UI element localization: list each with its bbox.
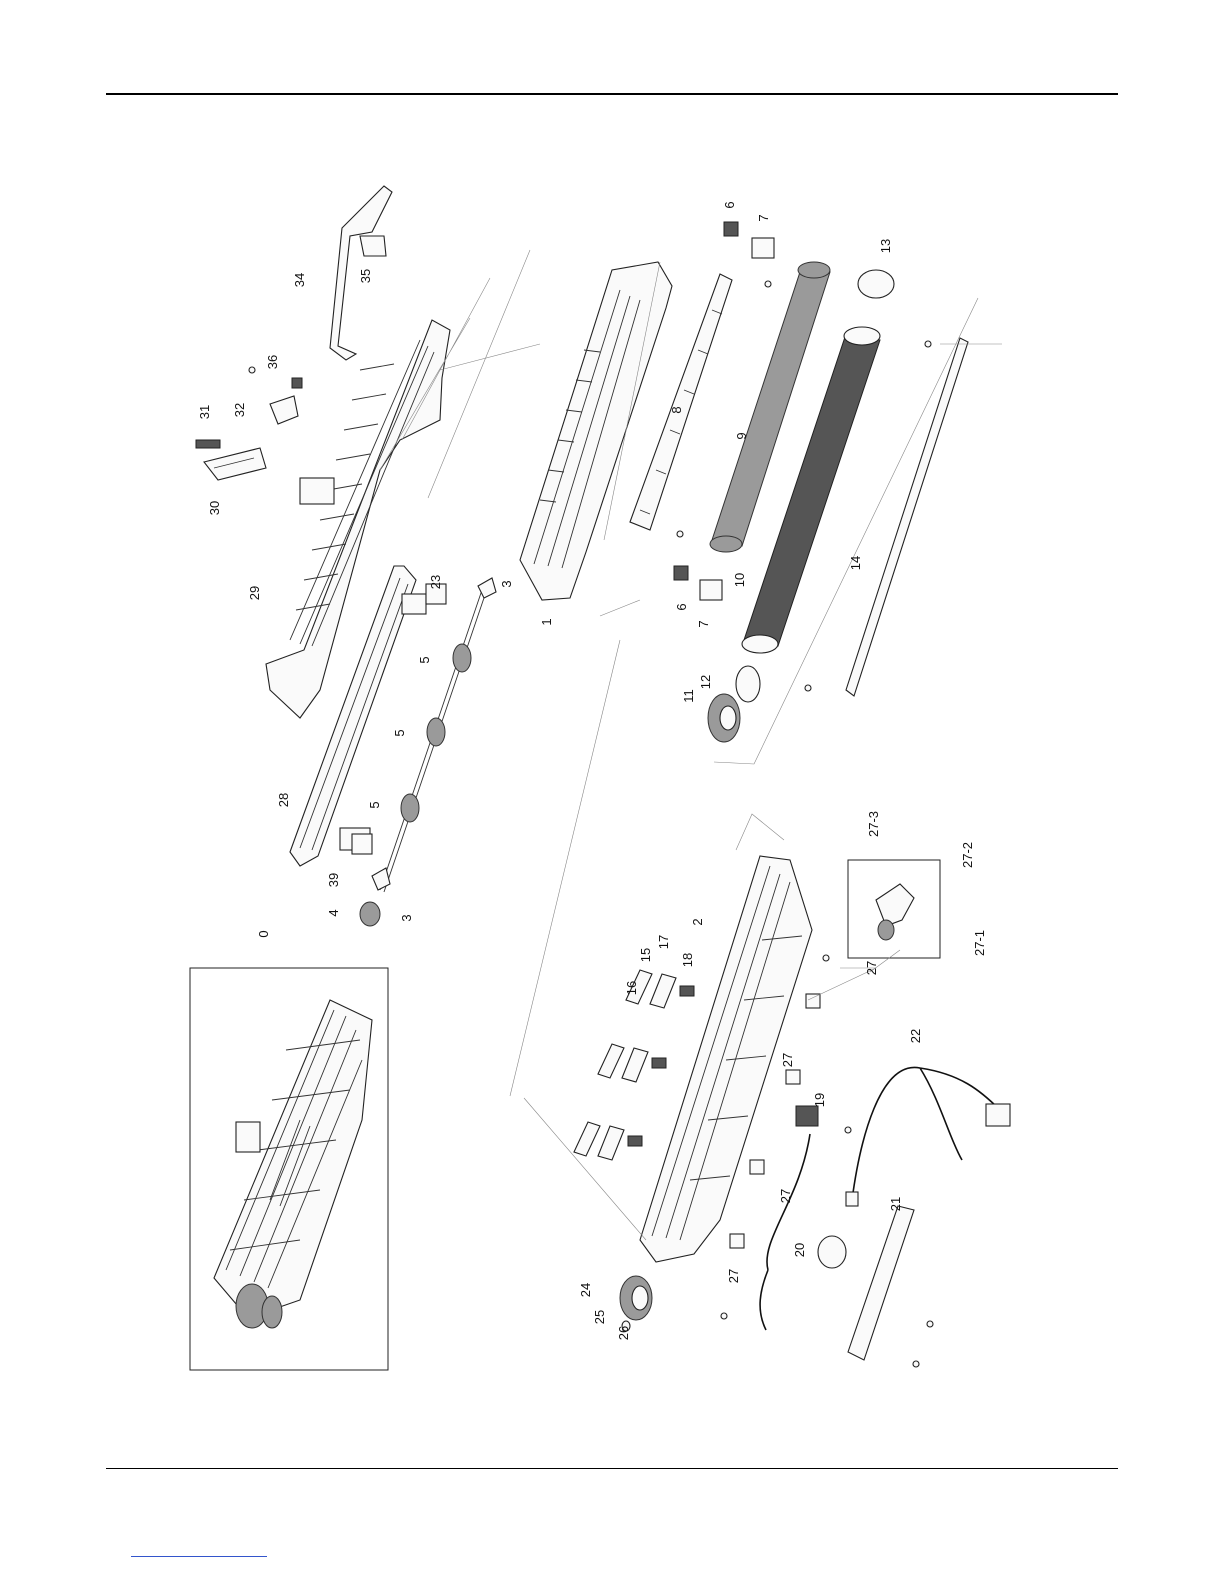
callout-c5a: 5 (417, 656, 432, 663)
callout-c23: 23 (428, 575, 443, 589)
callout-c16: 16 (624, 981, 639, 995)
callout-c20: 20 (792, 1243, 807, 1257)
callout-c27d: 27 (726, 1269, 741, 1283)
part-30-release-lever (204, 448, 266, 480)
callout-c32: 32 (232, 403, 247, 417)
part-31-spring (196, 440, 220, 448)
callout-c12: 12 (698, 675, 713, 689)
callout-c9: 9 (734, 432, 749, 439)
callout-c29: 29 (247, 586, 262, 600)
callout-c5c: 5 (367, 801, 382, 808)
callout-c6b: 6 (674, 603, 689, 610)
part-11-gear (708, 694, 740, 742)
callout-c8: 8 (669, 406, 684, 413)
callout-c6a: 6 (722, 201, 737, 208)
callout-c36: 36 (265, 355, 280, 369)
callout-c26: 26 (616, 1326, 631, 1340)
callout-c24: 24 (578, 1283, 593, 1297)
callout-c35: 35 (358, 269, 373, 283)
callout-c3a: 3 (499, 580, 514, 587)
part-21-cover (848, 1206, 914, 1360)
callout-c18: 18 (680, 953, 695, 967)
footer-rule (106, 1468, 1118, 1469)
part-12-bearing (736, 666, 760, 702)
callout-c34: 34 (292, 273, 307, 287)
part-4-gear (360, 902, 380, 926)
callout-c11: 11 (681, 689, 696, 703)
callout-c10: 10 (732, 573, 747, 587)
callout-c14: 14 (848, 556, 863, 570)
callout-c7b: 7 (696, 620, 711, 627)
callout-c31: 31 (197, 405, 212, 419)
callout-c13: 13 (878, 239, 893, 253)
callout-c27c: 27 (778, 1189, 793, 1203)
part-24-26-drive-gear (620, 1276, 652, 1331)
part-28-guide-plate (290, 566, 426, 866)
callout-c39: 39 (326, 873, 341, 887)
callout-c15: 15 (638, 948, 653, 962)
callout-c7a: 7 (756, 214, 771, 221)
callout-c17: 17 (656, 935, 671, 949)
callout-c3b: 3 (399, 914, 414, 921)
footer-link-underline[interactable] (131, 1556, 267, 1557)
callout-c27_2: 27-2 (960, 842, 975, 868)
part-10-heat-roller (742, 327, 880, 653)
callout-c22: 22 (908, 1029, 923, 1043)
part-19-thermistor (796, 1106, 818, 1126)
part-22-harness (846, 1067, 1010, 1206)
callout-c1: 1 (539, 618, 554, 625)
assembled-unit-inset (190, 968, 388, 1370)
callout-c27a: 27 (864, 961, 879, 975)
callout-c30: 30 (207, 501, 222, 515)
callout-c27b: 27 (780, 1053, 795, 1067)
callout-c5b: 5 (392, 729, 407, 736)
part-1-main-frame (520, 262, 672, 600)
callout-c27_3: 27-3 (866, 811, 881, 837)
part-20-thermostat (760, 1134, 846, 1330)
callout-c21: 21 (888, 1197, 903, 1211)
callout-c25: 25 (592, 1310, 607, 1324)
callout-c28: 28 (276, 793, 291, 807)
callout-c19: 19 (812, 1093, 827, 1107)
part-27-detail-inset (848, 860, 940, 958)
part-14-lamp-bracket (846, 338, 968, 696)
callout-c0: 0 (256, 930, 271, 937)
part-32-latch (270, 396, 298, 424)
callout-c4: 4 (326, 909, 341, 916)
callout-c27_1: 27-1 (972, 930, 987, 956)
part-13-bearing (858, 270, 894, 298)
callout-c2: 2 (690, 918, 705, 925)
